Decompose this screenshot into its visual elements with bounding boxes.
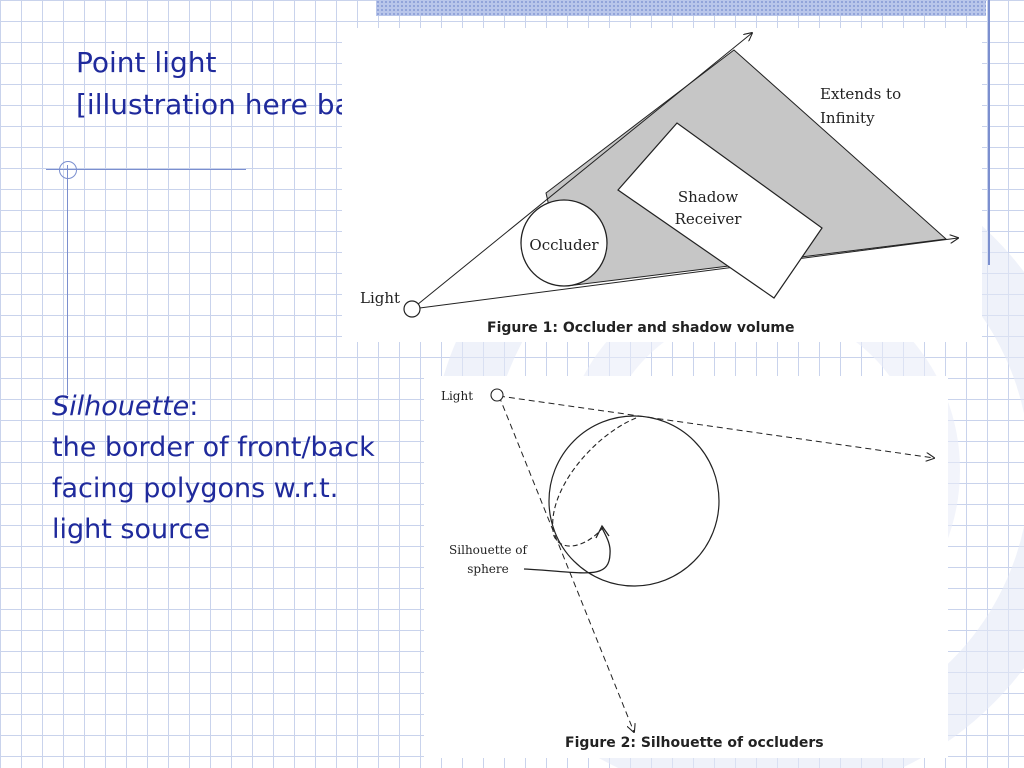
fig2-light-source-circle	[490, 388, 504, 402]
definition-line-4: light source	[52, 514, 211, 545]
fig1-light-label: Light	[360, 289, 400, 307]
right-decor-rule	[988, 0, 990, 265]
left-decor-circle	[59, 161, 77, 179]
definition-line-2: the border of front/back	[52, 432, 375, 463]
fig2-light-label: Light	[441, 389, 473, 403]
sphere-outline	[548, 415, 720, 587]
silhouette-definition: Silhouette: the border of front/back fac…	[52, 386, 375, 550]
left-decor-vertical-rule	[67, 165, 68, 395]
definition-colon: :	[189, 391, 199, 422]
fig1-occluder-label: Occluder	[529, 236, 599, 254]
fig1-receiver-label-1: Shadow	[678, 188, 739, 206]
fig1-extends-label-2: Infinity	[820, 109, 875, 127]
fig1-receiver-label-2: Receiver	[675, 210, 743, 228]
silhouette-pointer-arrow	[523, 527, 611, 574]
silhouette-curve	[552, 417, 637, 547]
top-decor-band	[376, 0, 986, 16]
fig2-lower-ray	[498, 395, 634, 732]
lower-light-ray	[411, 238, 958, 310]
definition-term: Silhouette	[52, 391, 190, 422]
title-line-1: Point light	[76, 46, 217, 79]
figure-2-caption: Figure 2: Silhouette of occluders	[565, 735, 824, 751]
definition-line-3: facing polygons w.r.t.	[52, 473, 339, 504]
fig2-silhouette-label-1: Silhouette of	[449, 543, 528, 557]
definition-line-1: Silhouette:	[52, 386, 375, 427]
silhouette-pointer-head	[595, 524, 610, 539]
left-decor-horizontal-rule	[46, 169, 246, 170]
figure-1-shadow-volume: Light Occluder Shadow Receiver Extends t…	[342, 28, 982, 342]
upper-light-ray	[411, 33, 752, 310]
fig2-silhouette-label-2: sphere	[467, 562, 509, 576]
fig2-upper-ray	[498, 395, 934, 458]
occluder-circle	[520, 199, 608, 287]
fig1-extends-label-1: Extends to	[820, 85, 901, 103]
light-source-circle	[403, 300, 421, 318]
figure-1-caption: Figure 1: Occluder and shadow volume	[487, 320, 795, 336]
figure-2-silhouette: Light Silhouette of sphere Figure 2: Sil…	[424, 376, 948, 758]
shadow-receiver	[617, 122, 823, 299]
figure-2-panel	[424, 376, 948, 758]
